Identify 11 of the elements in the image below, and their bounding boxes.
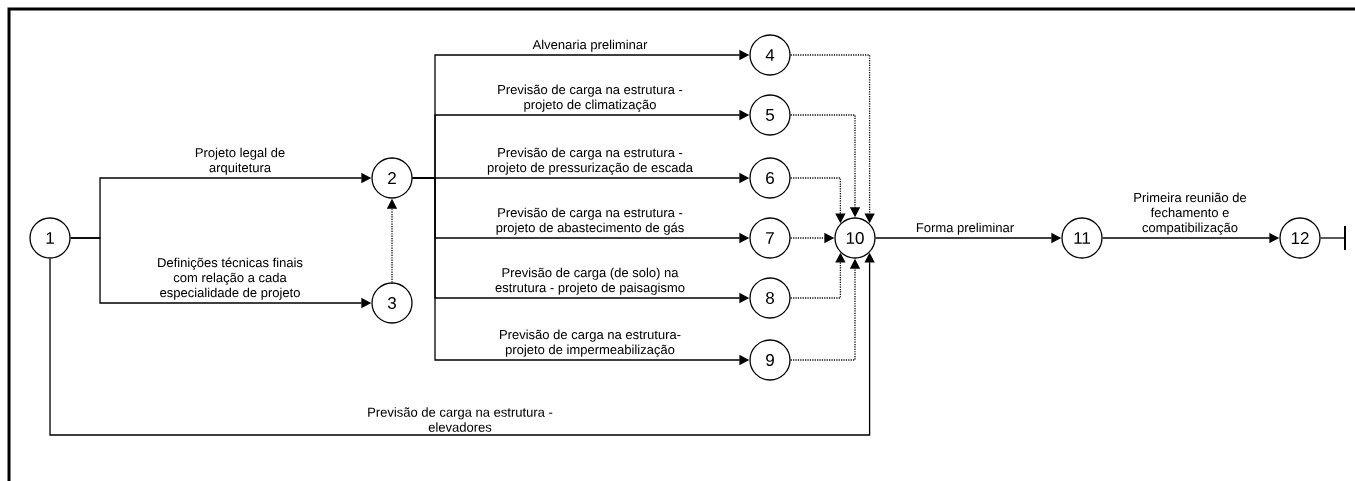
edge-label: Previsão de carga na estrutura - projeto de abastecimento de gás — [496, 207, 684, 235]
edge-label: Forma preliminar — [916, 222, 1014, 235]
edge-label: Previsão de carga na estrutura - projeto de climatização — [498, 84, 683, 112]
edge-label: Alvenaria preliminar — [532, 39, 648, 52]
edge-label: Primeira reunião de fechamento e compatibilização — [1134, 192, 1247, 235]
edge-label: Previsão de carga na estrutura - projeto de pressurização de escada — [487, 147, 693, 175]
edge-label: Definições técnicas finais com relação a cada especialidade de projeto — [158, 257, 303, 300]
edge-label: Previsão de carga na estrutura - elevadores — [368, 407, 553, 432]
edge-label: Previsão de carga na estrutura- projeto de impermeabilização — [500, 329, 681, 357]
edge-label: Projeto legal de arquitetura — [195, 147, 285, 175]
edge-label: Previsão de carga (de solo) na estrutura - projeto de paisagismo — [495, 267, 685, 295]
